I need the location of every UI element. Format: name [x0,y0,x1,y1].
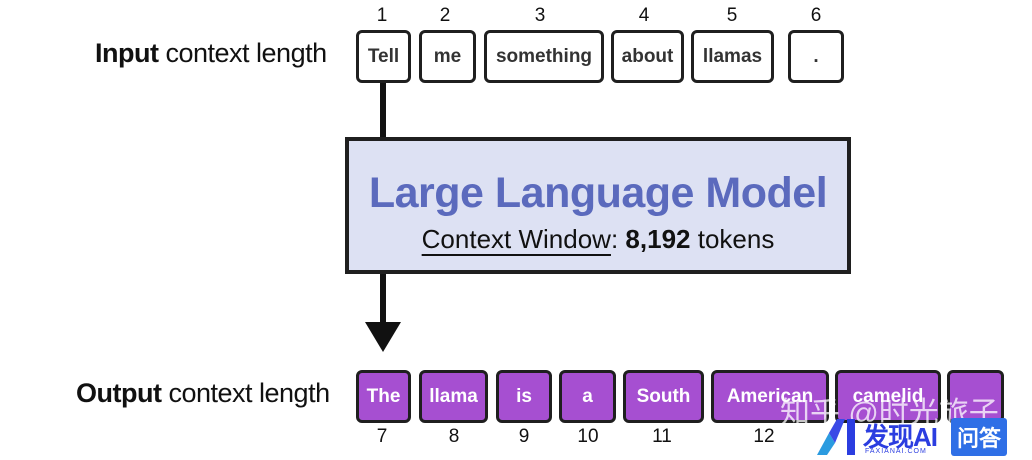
token-index: 2 [439,5,451,26]
token-index: 5 [726,5,738,26]
input-token: something [484,30,604,83]
input-token: about [611,30,684,83]
input-token: . [788,30,844,83]
output-token: American [711,370,829,423]
brand-subtitle: FAXIANAI.COM [865,448,927,455]
input-label-bold: Input [95,38,159,68]
output-token: camelid [835,370,941,423]
faxianai-badge: 发现AI FAXIANAI.COM 问答 [815,414,1032,460]
context-window-unit: tokens [690,224,775,254]
input-token: llamas [691,30,774,83]
input-token: Tell [356,30,411,83]
token-index: 1 [376,5,388,26]
token-index: 3 [534,5,546,26]
output-context-label: Output context length [76,378,330,409]
context-window-label: Context Window [421,224,611,254]
input-connector-line [380,83,386,139]
arrow-down-icon [365,322,401,352]
context-window-separator: : [610,224,626,254]
brand-name: 发现AI [863,422,938,452]
output-label-rest: context length [161,378,330,408]
output-token: South [623,370,704,423]
token-index: 4 [638,5,650,26]
input-context-label: Input context length [95,38,327,69]
input-label-rest: context length [158,38,327,68]
output-token: The [356,370,411,423]
context-window-value: 8,192 [625,224,691,254]
token-index: 9 [518,426,530,447]
output-token: is [496,370,552,423]
token-index: 12 [753,426,775,447]
output-token: a [559,370,616,423]
context-window-line: Context Window: 8,192 tokens [349,224,847,255]
input-token: me [419,30,476,83]
output-token [947,370,1004,423]
token-index: 6 [810,5,822,26]
token-index: 11 [652,426,672,447]
token-index: 7 [376,426,388,447]
model-title: Large Language Model [368,169,828,217]
ai-logo-icon [817,419,855,455]
llm-box: Large Language Model Context Window: 8,1… [345,137,851,274]
output-connector-line [380,272,386,324]
output-label-bold: Output [76,378,162,408]
token-index: 10 [577,426,599,447]
qa-label: 问答 [951,418,1008,456]
token-index: 8 [448,426,460,447]
output-token: llama [419,370,488,423]
